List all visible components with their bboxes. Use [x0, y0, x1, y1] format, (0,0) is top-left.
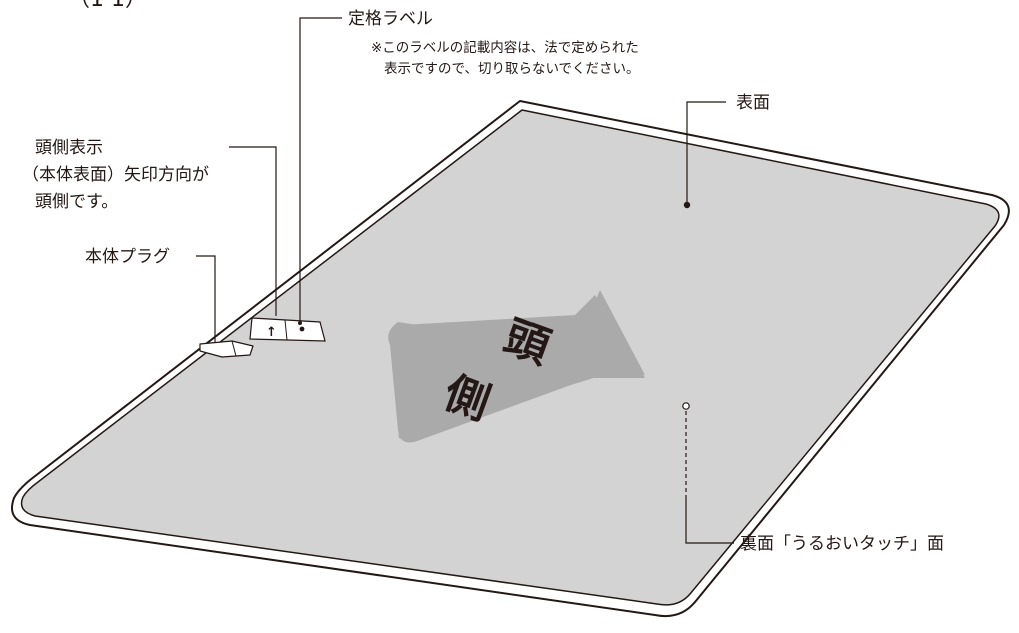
head-indicator-line3: 頭側です。	[35, 192, 118, 212]
rating-label-title: 定格ラベル	[348, 9, 433, 29]
head-indicator-line2: （本体表面）矢印方向が	[22, 165, 209, 185]
leader-front-surface	[686, 101, 726, 203]
back-surface-marker	[682, 402, 690, 410]
label-arrow-icon: ↑	[266, 325, 277, 340]
back-surface-label: 裏面「うるおいタッチ」面	[740, 533, 944, 554]
leader-rating-label	[299, 17, 342, 323]
front-surface-dot	[683, 201, 691, 209]
head-indicator-line1: 頭側表示	[35, 138, 103, 158]
rating-label-divider	[284, 319, 288, 341]
front-surface-label: 表面	[736, 93, 770, 113]
rating-label-sticker	[249, 317, 326, 342]
rating-label-dot	[299, 326, 305, 332]
body-plug-edge	[231, 340, 237, 357]
rating-label-note-line1: ※このラベルの記載内容は、法で定められた	[371, 39, 639, 56]
leader-back-surface	[685, 497, 734, 544]
rating-label-leader-dot	[298, 321, 302, 325]
rating-label-note-line2: 表示ですので、切り取らないでください。	[384, 61, 640, 77]
body-plug-label: 本体プラグ	[85, 247, 170, 267]
leader-head-indicator	[229, 146, 277, 316]
leader-body-plug	[196, 255, 216, 343]
head-direction-arrow-body	[388, 295, 645, 443]
header-partial-text: （1 1）	[68, 0, 147, 12]
